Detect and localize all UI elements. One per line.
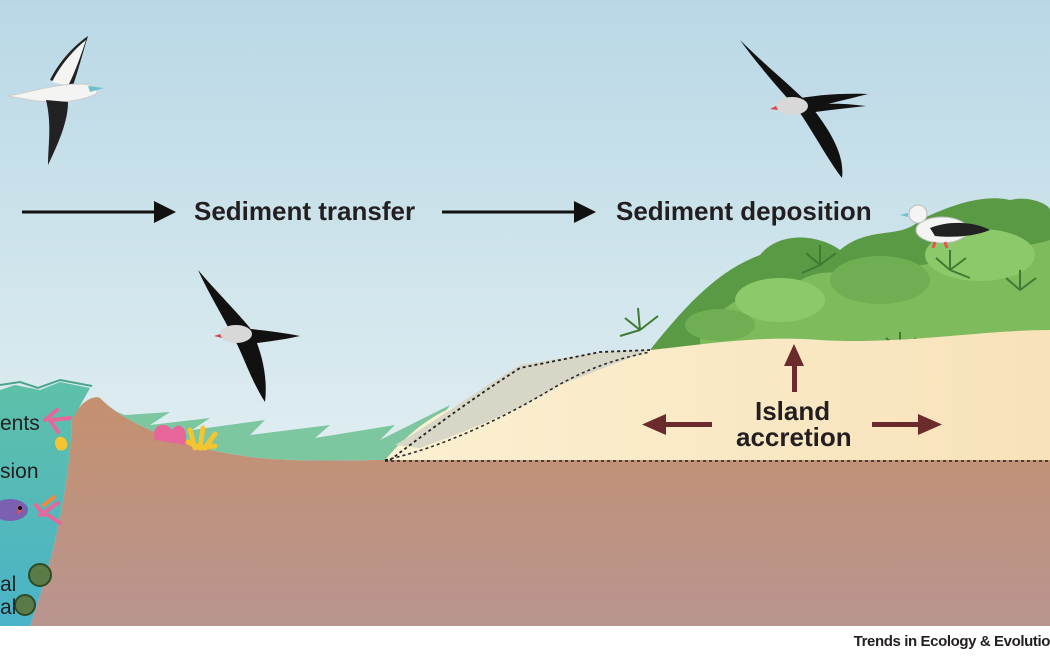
sediment-deposition-label: Sediment deposition (616, 196, 872, 226)
island-sand (385, 330, 1050, 460)
red-footed-booby-perched-icon (900, 204, 990, 249)
seabed (30, 397, 1050, 626)
side-label-3: al (0, 573, 17, 596)
transfer-arrow-icon (22, 201, 176, 223)
lagoon-water (100, 398, 450, 461)
accretion-label: accretion (736, 422, 852, 452)
side-label-1: ents (0, 412, 40, 435)
frigatebird-icon (198, 270, 300, 402)
side-label-2: sion (0, 460, 39, 483)
accretion-arrows-icon (642, 344, 942, 435)
sediment-transfer-label: Sediment transfer (194, 196, 416, 226)
journal-credit: Trends in Ecology & Evolutio (853, 633, 1050, 650)
island-accretion-diagram (0, 0, 1050, 626)
red-footed-booby-flying-icon (7, 36, 104, 165)
sea-urchin-icon (14, 563, 52, 616)
coral-icon (153, 424, 218, 451)
deposition-arrow-icon (442, 201, 596, 223)
reef-coral-icon (34, 408, 72, 525)
frigatebird-icon (740, 40, 868, 178)
fish-icon (0, 499, 28, 521)
side-label-4: al (0, 596, 17, 619)
deposited-sediment (395, 350, 650, 448)
island-label: Island (755, 396, 831, 426)
